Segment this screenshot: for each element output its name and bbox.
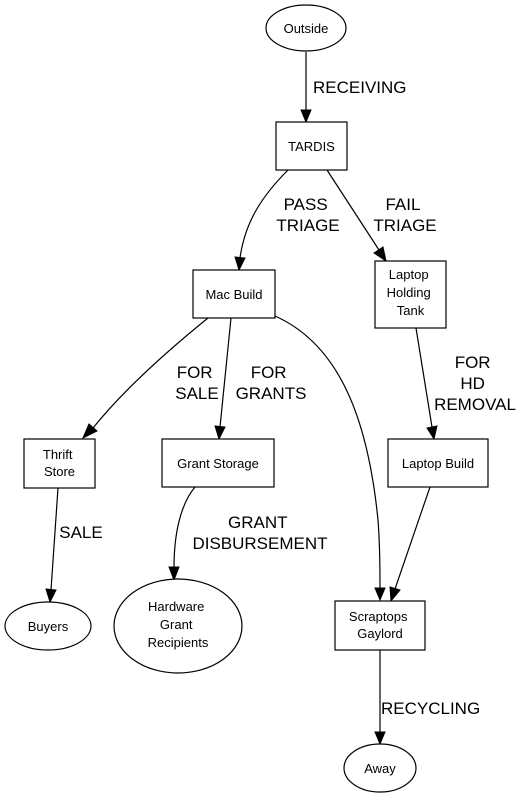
edge-label-line: RECEIVING: [313, 78, 407, 97]
node-laptop-build: Laptop Build: [387, 438, 489, 488]
edge-label-line: RECYCLING: [381, 699, 480, 718]
node-away: Away: [343, 743, 417, 793]
node-label-line: Store: [44, 464, 75, 479]
edge-label-line: TRIAGE: [373, 216, 436, 235]
node-label: Scraptops Gaylord: [349, 609, 411, 641]
edge-label-line: PASS: [284, 195, 328, 214]
edge-label-line: GRANT: [228, 513, 287, 532]
node-mac-build: Mac Build: [192, 269, 276, 319]
edge-label-line: FOR: [251, 363, 287, 382]
edge-mac-build-to-thrift-store: [82, 317, 209, 440]
edge-label-line: FOR: [455, 353, 491, 372]
edge-label-line: FAIL: [385, 195, 420, 214]
node-label-line: Tank: [397, 303, 425, 318]
edge-tardis-to-mac-build: [234, 169, 289, 272]
edge-grant-storage-to-hardware-grant-recipients: [168, 486, 196, 582]
node-thrift-store: Thrift Store: [23, 438, 96, 489]
edge-label-line: DISBURSEMENT: [192, 534, 327, 553]
node-hardware-grant-recipients: Hardware Grant Recipients: [113, 578, 243, 674]
node-outside: Outside: [265, 4, 347, 52]
node-label: Laptop Holding Tank: [387, 267, 435, 318]
edge-label-for-grants: FOR GRANTS: [236, 363, 307, 403]
edge-label-line: HD: [460, 374, 485, 393]
edge-mac-build-to-scraptops-gaylord: [274, 315, 386, 602]
node-label: Outside: [284, 21, 329, 36]
edge-laptop-holding-tank-to-laptop-build: [415, 327, 438, 441]
edge-label-for-sale: FOR SALE: [175, 363, 218, 403]
node-label-line: Holding: [387, 285, 431, 300]
edge-mac-build-to-grant-storage: [214, 317, 232, 441]
edge-label-line: FOR: [177, 363, 213, 382]
node-label: Laptop Build: [402, 456, 474, 471]
edge-label-pass-triage: PASS TRIAGE: [276, 195, 339, 235]
node-label: Thrift Store: [43, 447, 76, 479]
node-label-line: Grant: [160, 617, 193, 632]
node-label: TARDIS: [288, 139, 335, 154]
node-buyers: Buyers: [4, 601, 92, 651]
node-label: Hardware Grant Recipients: [148, 599, 209, 650]
edge-label-line: SALE: [59, 523, 102, 542]
node-label-line: Laptop: [389, 267, 429, 282]
node-label-line: Scraptops: [349, 609, 408, 624]
edge-thrift-store-to-buyers: [45, 487, 59, 604]
edge-label-recycling: RECYCLING: [381, 699, 480, 718]
node-label: Away: [364, 761, 396, 776]
edge-label-fail-triage: FAIL TRIAGE: [373, 195, 436, 235]
node-tardis: TARDIS: [275, 121, 348, 171]
edge-label-line: TRIAGE: [276, 216, 339, 235]
node-label-line: Thrift: [43, 447, 73, 462]
edge-label-line: SALE: [175, 384, 218, 403]
edge-tardis-to-laptop-holding-tank: [326, 169, 387, 263]
node-label-line: Gaylord: [357, 626, 403, 641]
node-laptop-holding-tank: Laptop Holding Tank: [374, 260, 447, 329]
edge-label-grant-disbursement: GRANT DISBURSEMENT: [192, 513, 327, 553]
node-label-line: Hardware: [148, 599, 204, 614]
edge-label-for-hd-removal: FOR HD REMOVAL: [434, 353, 516, 414]
node-label: Grant Storage: [177, 456, 259, 471]
node-label: Buyers: [28, 619, 69, 634]
node-grant-storage: Grant Storage: [161, 438, 275, 488]
edge-outside-to-tardis: [300, 52, 312, 124]
node-label: Mac Build: [205, 287, 262, 302]
node-scraptops-gaylord: Scraptops Gaylord: [334, 600, 426, 651]
node-label-line: Recipients: [148, 635, 209, 650]
edge-label-receiving: RECEIVING: [313, 78, 407, 97]
edge-label-sale: SALE: [59, 523, 102, 542]
edge-laptop-build-to-scraptops-gaylord: [389, 486, 431, 603]
edge-label-line: REMOVAL: [434, 395, 516, 414]
edge-scraptops-gaylord-to-away: [374, 650, 386, 746]
edge-label-line: GRANTS: [236, 384, 307, 403]
